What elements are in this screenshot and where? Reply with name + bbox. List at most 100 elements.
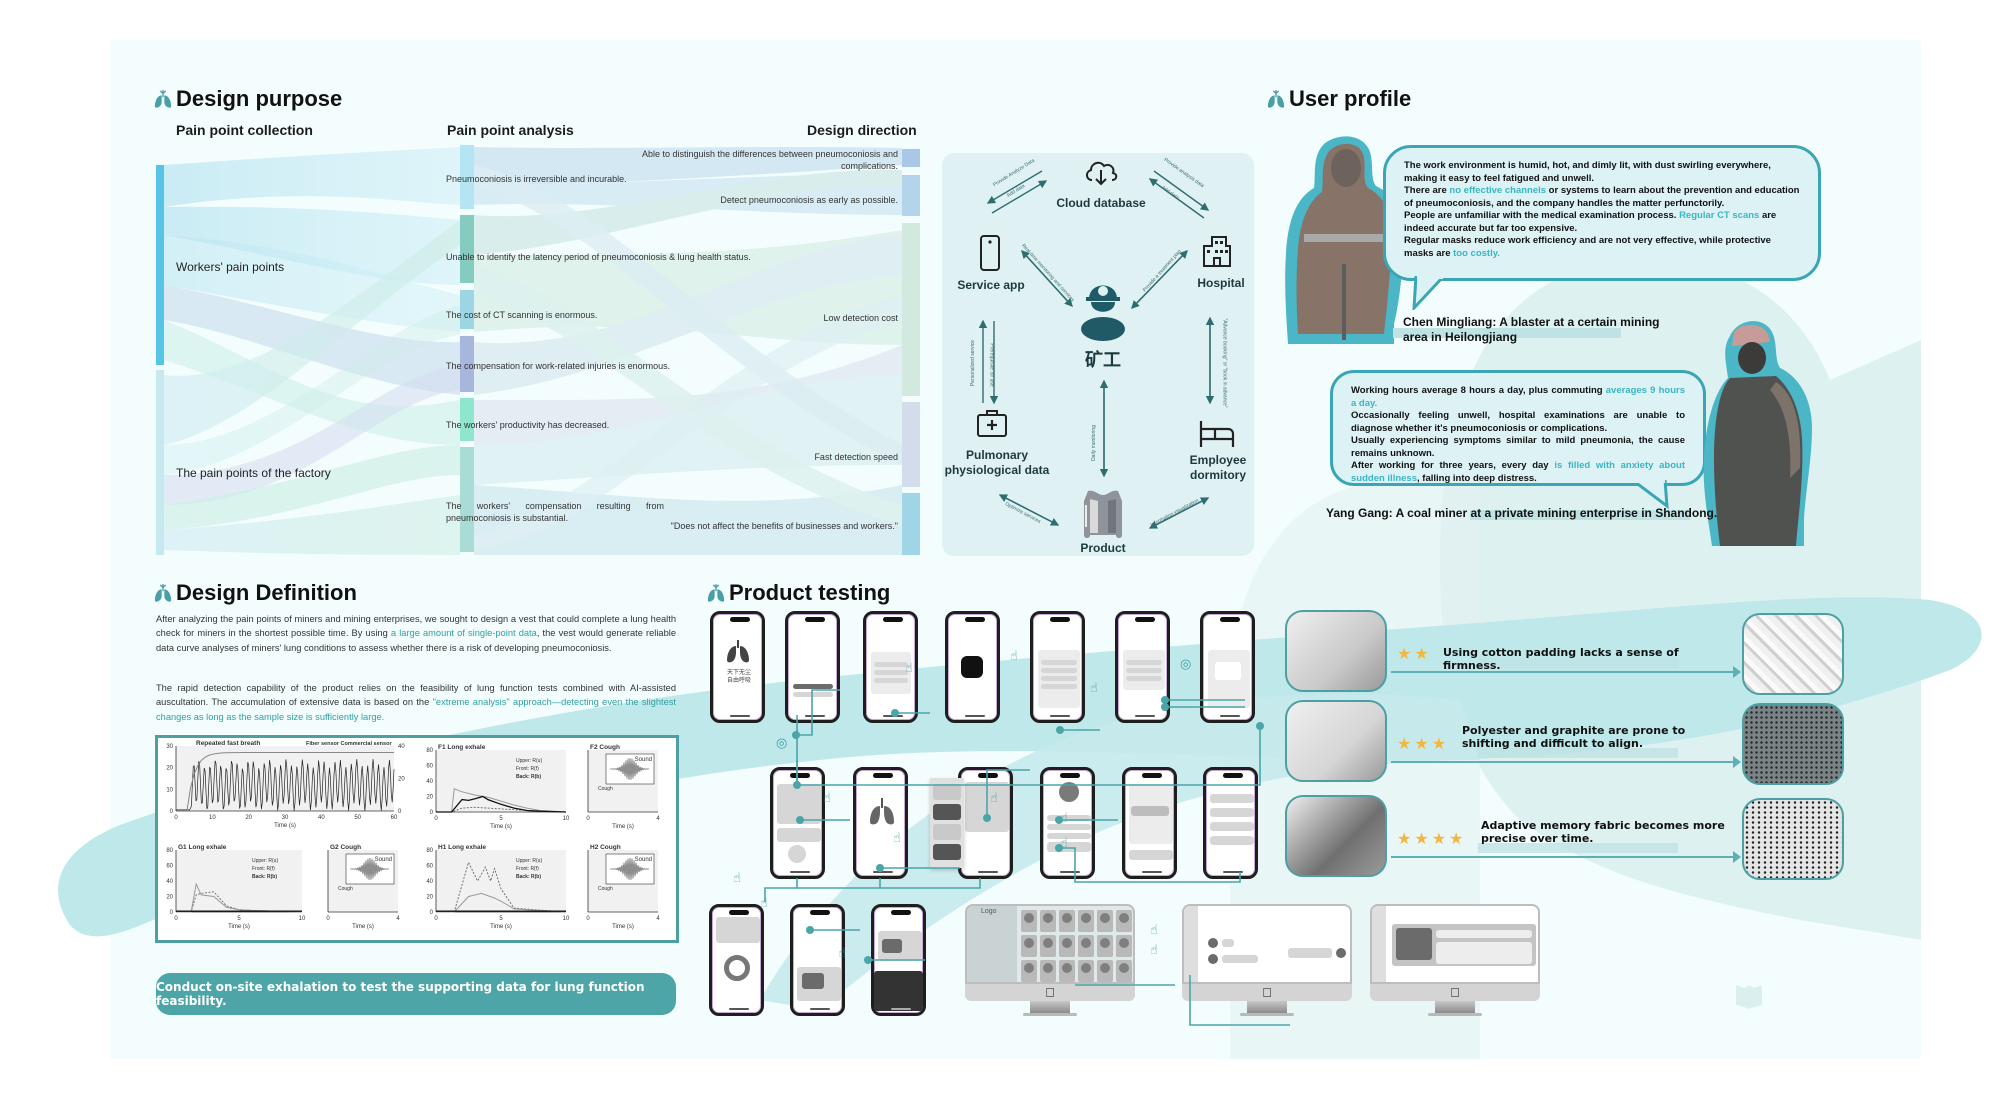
grid-cell[interactable] [1097, 910, 1113, 932]
tap-gesture-icon: ☝ [1060, 835, 1068, 850]
sankey-label-direction-1: Able to distinguish the differences betw… [641, 149, 898, 172]
plot-area [176, 850, 302, 912]
eco-node-pulmonary: Pulmonary physiological data [944, 448, 1050, 477]
fingerprint-icon: ◎ [776, 735, 788, 750]
grid-cell[interactable] [1097, 935, 1113, 957]
grid-cell[interactable] [1021, 960, 1037, 982]
sankey-diagram [156, 145, 920, 555]
sankey-flows-right [474, 147, 902, 555]
grid-cell[interactable] [1116, 935, 1132, 957]
user-quote-bubble-chen: The work environment is humid, hot, and … [1383, 145, 1821, 281]
phone-login-form[interactable] [863, 611, 918, 723]
plot-title: G2 Cough [330, 844, 361, 851]
user-photo-yang [1703, 321, 1812, 546]
material-finding: Polyester and graphite are prone to shif… [1462, 724, 1686, 751]
report-card-stack [930, 778, 964, 868]
y2-tick-label: 40 [398, 744, 405, 750]
bubble-tail-chen [1412, 276, 1444, 310]
x-axis-label: Time (s) [612, 824, 634, 830]
sound-waveform [610, 757, 650, 780]
user-quote-bubble-yang: Working hours average 8 hours a day, plu… [1330, 370, 1706, 486]
sound-waveform [350, 857, 390, 880]
sankey-node-low-cost [902, 223, 920, 396]
tap-gesture-icon: ☝ [1150, 922, 1158, 937]
grid-cell[interactable] [1097, 960, 1113, 982]
grid-cell[interactable] [1040, 910, 1056, 932]
desktop-monitor-video[interactable]:  [1370, 904, 1540, 1024]
section-title-text: Product testing [729, 580, 891, 605]
phone-profile-form[interactable] [1030, 611, 1085, 723]
grid-cell[interactable] [1078, 960, 1094, 982]
edge-label-daily: Daily monitoring [1090, 425, 1097, 461]
x-tick-label: 30 [282, 815, 289, 821]
body-text: Usually experiencing symptoms similar to… [1351, 435, 1685, 459]
edge-label-personalized: Personalized service [970, 339, 977, 387]
grid-cell[interactable] [1040, 935, 1056, 957]
brand-watermark-icon [1736, 985, 1762, 1009]
grid-cell[interactable] [1078, 935, 1094, 957]
product-testing-title: Product testing [707, 580, 890, 606]
phone-test-result[interactable] [790, 904, 845, 1016]
highlight-text: a large amount of single-point data [390, 628, 537, 639]
highlight-text: no effective channels [1449, 185, 1547, 197]
grid-cell[interactable] [1059, 935, 1075, 957]
phone-breath-test[interactable] [709, 904, 764, 1016]
star-icon: ★ [1397, 831, 1415, 848]
series-commercial-sensor [186, 752, 394, 812]
sankey-label-direction-4: Fast detection speed [814, 452, 898, 462]
sankey-node-workers [156, 165, 164, 365]
x-tick-label: 0 [174, 916, 178, 922]
grid-cell[interactable] [1059, 960, 1075, 982]
sankey-node-injury-comp [460, 336, 474, 392]
definition-paragraph-2: The rapid detection capability of the pr… [156, 681, 676, 724]
column-header-analysis: Pain point analysis [447, 122, 574, 138]
plot-title: H1 Long exhale [438, 844, 486, 851]
phone-login-screen[interactable] [785, 611, 840, 723]
plot-title: H2 Cough [590, 844, 621, 851]
x-tick-label: 10 [209, 815, 216, 821]
user-quote-yang: Working hours average 8 hours a day, plu… [1351, 385, 1685, 485]
exhalation-test-button[interactable]: Conduct on-site exhalation to test the s… [156, 973, 676, 1015]
legend-text: Back: R(b) [252, 874, 277, 880]
phone-loading-screen[interactable] [945, 611, 1000, 723]
desktop-monitor-grid[interactable]: Logo  [965, 904, 1135, 1024]
monitor-logo: Logo [981, 908, 997, 915]
grid-cell[interactable] [1040, 960, 1056, 982]
grid-cell[interactable] [1116, 960, 1132, 982]
grid-cell[interactable] [1021, 935, 1037, 957]
grid-cell[interactable] [1021, 910, 1037, 932]
sankey-label-workers: Workers' pain points [176, 260, 285, 274]
apple-logo-icon:  [1182, 984, 1352, 1001]
x-axis-label: Time (s) [490, 824, 512, 830]
medical-kit-icon [977, 410, 1007, 437]
y-tick-label: 0 [170, 809, 174, 815]
material-texture-photo [1742, 613, 1844, 695]
plot-title: G1 Long exhale [178, 844, 227, 851]
phone-splash-screen[interactable]: 天下无尘 自由呼吸 [710, 611, 765, 723]
y2-tick-label: 20 [398, 777, 405, 783]
x-axis-label: Time (s) [274, 823, 296, 829]
phone-bluetooth-pairing[interactable] [1200, 611, 1255, 723]
user-caption-chen: Chen Mingliang: A blaster at a certain m… [1403, 315, 1660, 344]
grid-cell[interactable] [1078, 910, 1094, 932]
column-header-direction: Design direction [807, 122, 917, 138]
x-tick-label: 10 [563, 816, 570, 822]
x-axis-label: Time (s) [612, 924, 634, 930]
breath-gauge [724, 955, 750, 981]
tap-gesture-icon: ☝ [905, 660, 913, 675]
column-header-collection: Pain point collection [176, 122, 313, 138]
sankey-node-productivity [460, 398, 474, 441]
x-axis-label: Time (s) [352, 924, 374, 930]
desktop-monitor-chat[interactable]:  [1182, 904, 1352, 1024]
legend-text: Front: R(f) [516, 766, 539, 772]
x-tick-label: 0 [586, 816, 590, 822]
x-tick-label: 10 [563, 916, 570, 922]
series-line [176, 882, 303, 913]
phone-permissions[interactable] [1115, 611, 1170, 723]
grid-cell[interactable] [1116, 910, 1132, 932]
y-tick-label: 40 [426, 779, 433, 785]
tap-gesture-icon: ☝ [760, 895, 768, 910]
grid-cell[interactable] [1059, 910, 1075, 932]
